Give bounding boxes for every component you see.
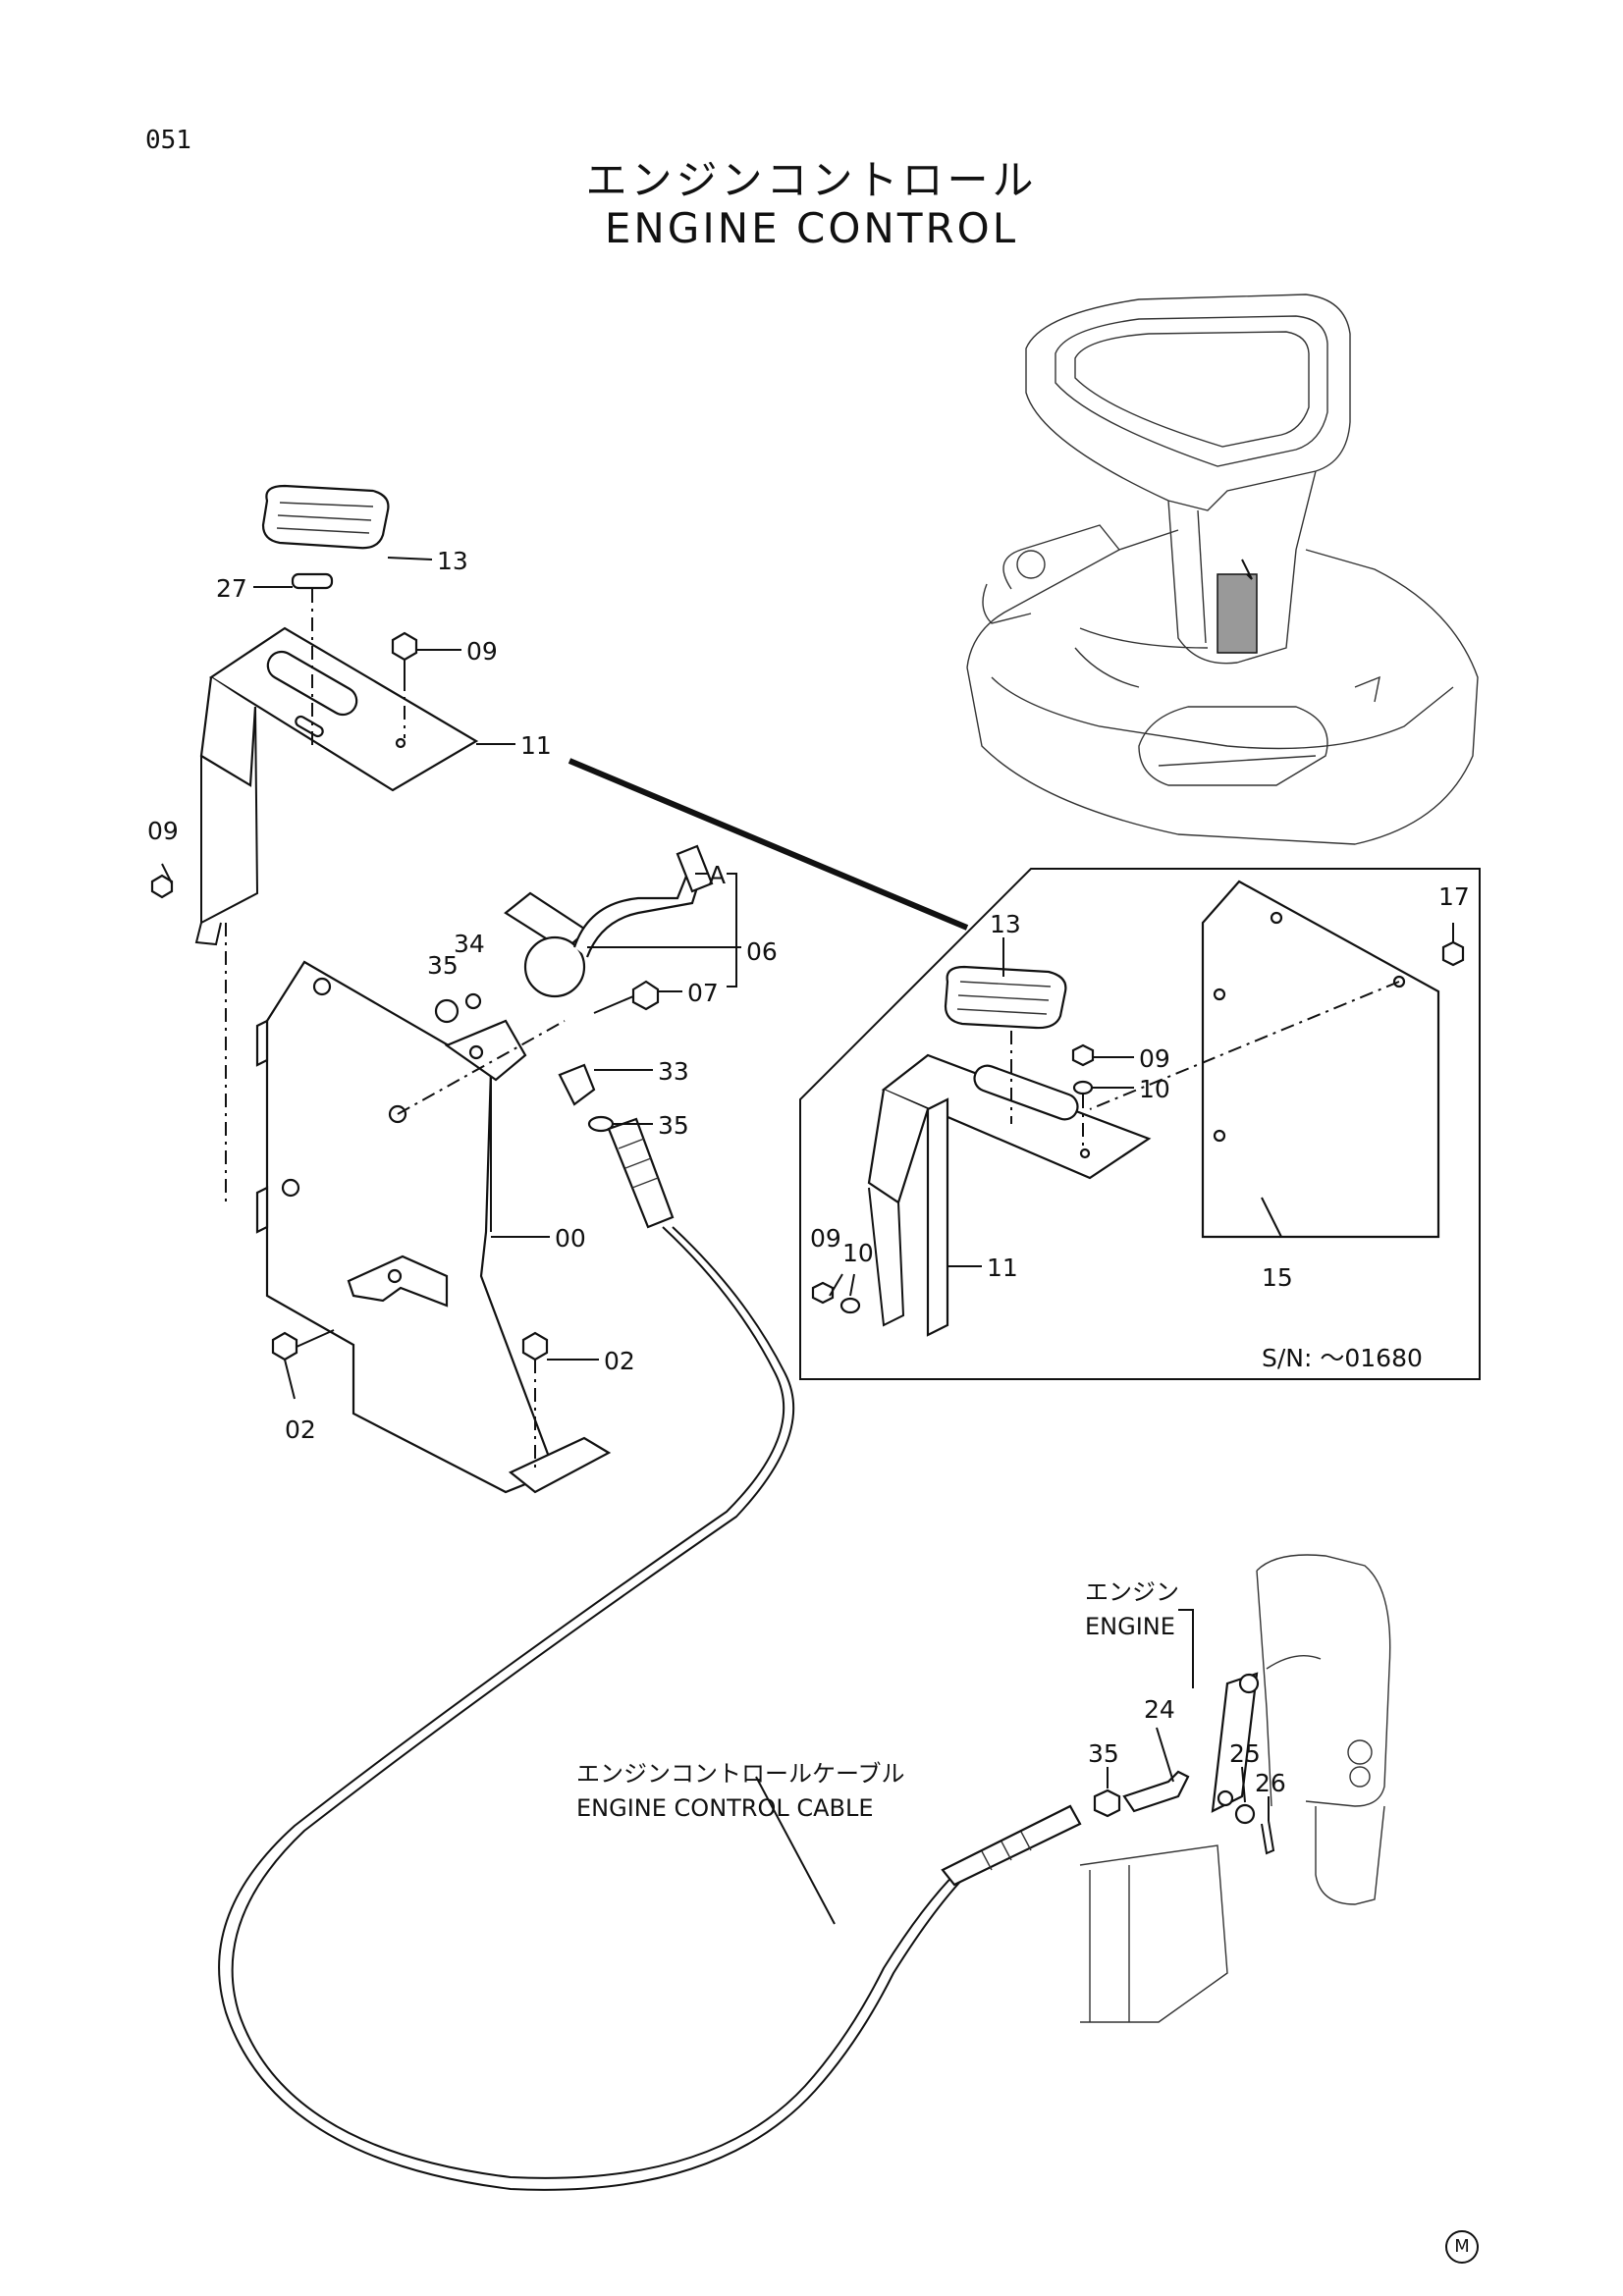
callout-leaders [161, 557, 1454, 1925]
callout-35-a: 35 [427, 951, 459, 980]
engine-linkage-drawing [941, 1554, 1391, 2023]
corner-mark-icon: M [1445, 2230, 1479, 2264]
callout-33: 33 [658, 1057, 689, 1086]
callout-27: 27 [216, 574, 247, 603]
callout-A: A [709, 861, 726, 889]
callout-13: 13 [437, 547, 468, 575]
callout-07: 07 [687, 979, 719, 1007]
callout-35-b: 35 [658, 1111, 689, 1140]
inset-callout-13: 13 [990, 910, 1021, 938]
engine-label-japanese: エンジン [1085, 1578, 1179, 1606]
page-number: 051 [145, 126, 191, 155]
callout-06: 06 [746, 937, 778, 966]
callout-34: 34 [454, 930, 485, 958]
callout-09-top: 09 [466, 637, 498, 666]
cable-label-english: ENGINE CONTROL CABLE [576, 1794, 874, 1822]
inset-callout-17: 17 [1438, 882, 1470, 911]
callout-11: 11 [520, 731, 552, 760]
main-assembly-drawing [150, 484, 714, 1494]
inset-serial-number: S/N: ～01680 [1262, 1344, 1423, 1372]
engine-control-cable [218, 1226, 983, 2191]
cable-label-japanese: エンジンコントロールケーブル [576, 1760, 905, 1788]
callout-02-left: 02 [285, 1415, 316, 1444]
title-japanese: エンジンコントロール [585, 156, 1038, 204]
callout-25: 25 [1229, 1739, 1261, 1768]
inset-callout-15: 15 [1262, 1263, 1293, 1292]
callout-26: 26 [1255, 1769, 1286, 1797]
title-english: ENGINE CONTROL [604, 204, 1019, 252]
inset-callout-09-top: 09 [1139, 1044, 1170, 1073]
inset-callout-09-bottom: 09 [810, 1224, 841, 1253]
callout-09-left: 09 [147, 817, 179, 845]
callout-02-right: 02 [604, 1347, 635, 1375]
inset-box [799, 868, 1481, 1380]
engine-label-english: ENGINE [1085, 1613, 1175, 1640]
inset-callout-10-top: 10 [1139, 1075, 1170, 1103]
callout-24: 24 [1144, 1695, 1175, 1724]
callout-35-engine: 35 [1088, 1739, 1119, 1768]
callout-00: 00 [555, 1224, 586, 1253]
inset-callout-11: 11 [987, 1254, 1018, 1282]
inset-callout-10-bottom: 10 [842, 1239, 874, 1267]
operator-station-drawing [966, 294, 1479, 845]
